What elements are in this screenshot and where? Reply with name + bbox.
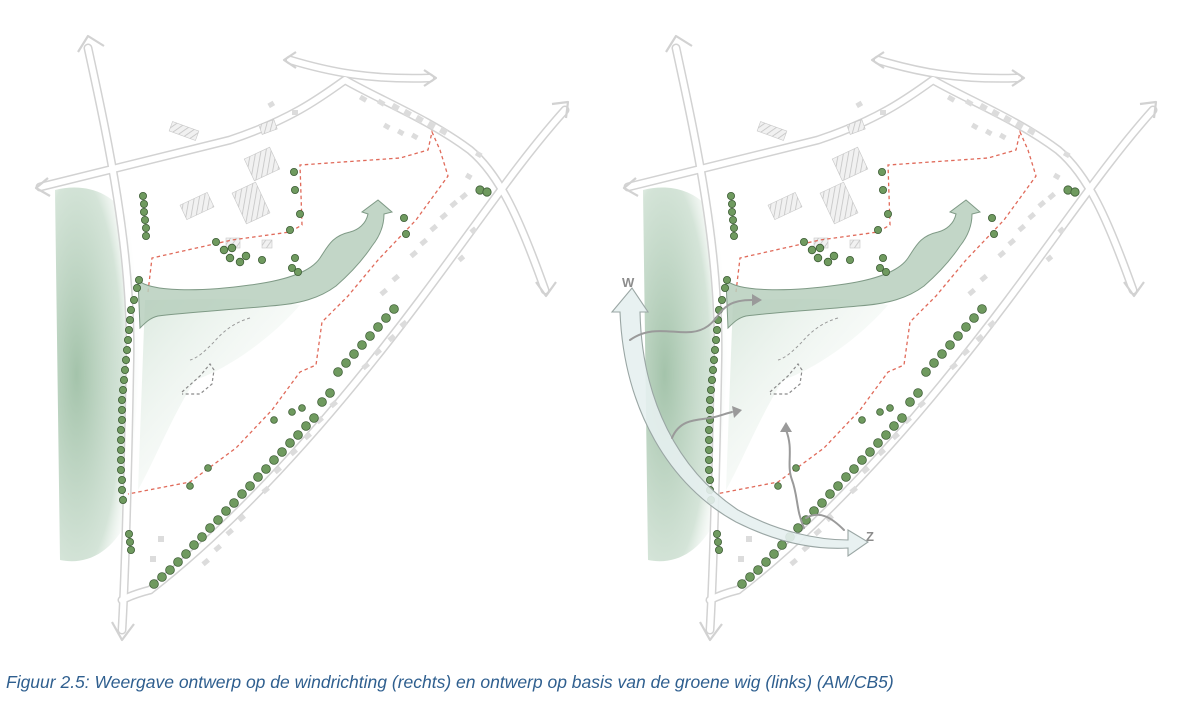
wind-flow-arrow xyxy=(785,429,805,529)
site-plan-right: W Z xyxy=(610,0,1188,660)
wind-flow-arrow xyxy=(629,299,753,341)
base-plan xyxy=(624,36,1156,640)
wind-flow-arrow xyxy=(671,411,733,439)
site-plan-left xyxy=(0,0,600,660)
wind-arrow xyxy=(610,287,870,558)
figure-caption: Figuur 2.5: Weergave ontwerp op de windr… xyxy=(6,672,894,692)
design-panel-green-wedge xyxy=(0,0,600,660)
wind-label-w: W xyxy=(622,275,635,290)
design-panel-wind-direction: W Z xyxy=(588,0,1188,660)
wind-flow-arrowhead xyxy=(780,422,792,432)
wind-label-z: Z xyxy=(866,529,874,544)
wind-flow-arrow xyxy=(805,513,845,531)
base-plan xyxy=(36,36,568,640)
wind-flow-arrowhead xyxy=(732,406,742,418)
wind-flow-arrowhead xyxy=(752,294,762,306)
